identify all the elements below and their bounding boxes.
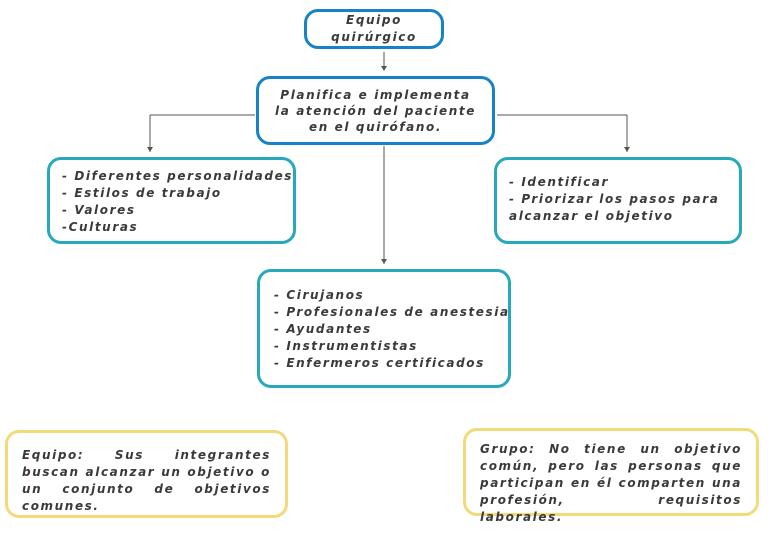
list-item: - Profesionales de anestesia [274,305,510,319]
list-item: - Diferentes personalidades [62,169,294,183]
list-item: - Enfermeros certificados [274,356,485,370]
list-item: -Culturas [62,220,139,234]
list-item: - Estilos de trabajo [62,186,222,200]
right-list-box: - Identificar - Priorizar los pasos para… [494,157,742,244]
main-box: Planifica e implementa la atención del p… [256,76,495,145]
equipo-definition-box: Equipo: Sus integrantes buscan alcanzar … [5,430,288,518]
list-item: - Instrumentistas [274,339,418,353]
list-item: - Identificar [509,175,610,189]
equipo-definition-text: Equipo: Sus integrantes buscan alcanzar … [22,448,271,513]
grupo-definition-text: Grupo: No tiene un objetivo común, pero … [480,442,742,524]
list-item: - Cirujanos [274,288,365,302]
title-box: Equipo quirúrgico [304,9,444,49]
left-list-box: - Diferentes personalidades - Estilos de… [47,157,296,244]
center-list-box: - Cirujanos - Profesionales de anestesia… [257,269,511,388]
title-text: Equipo quirúrgico [331,13,417,44]
list-item: - Priorizar los pasos para alcanzar el o… [509,192,720,223]
list-item: - Ayudantes [274,322,372,336]
main-text: Planifica e implementa la atención del p… [275,87,476,134]
list-item: - Valores [62,203,136,217]
grupo-definition-box: Grupo: No tiene un objetivo común, pero … [463,428,759,524]
